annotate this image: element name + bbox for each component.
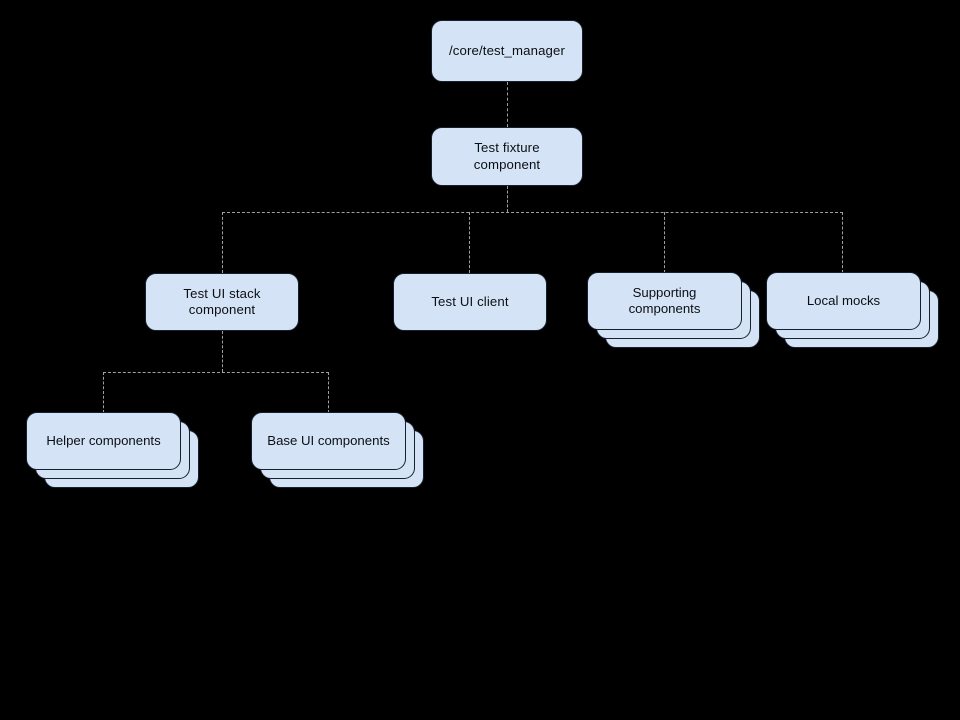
node-test-ui-stack-component[interactable]: Test UI stack component (145, 273, 299, 331)
node-label: Test fixture component (473, 140, 541, 172)
node-local-mocks[interactable]: Local mocks (766, 272, 941, 352)
connector-ui-stack-drop (222, 331, 223, 372)
stack-layer-front[interactable]: Local mocks (766, 272, 921, 330)
node-supporting-components[interactable]: Supporting components (587, 272, 762, 352)
stack-layer-front[interactable]: Supporting components (587, 272, 742, 330)
node-core-test-manager[interactable]: /core/test_manager (431, 20, 583, 82)
connector-row4-bus (103, 372, 329, 373)
node-label: Supporting components (628, 284, 701, 317)
node-label: Test UI client (431, 293, 509, 309)
node-label: Helper components (46, 432, 161, 448)
connector-bus-to-ui-client (469, 212, 470, 273)
node-test-fixture-component[interactable]: Test fixture component (431, 127, 583, 186)
node-label: Test UI stack component (183, 285, 261, 318)
connector-bus-to-supporting (664, 212, 665, 273)
stack-layer-front[interactable]: Helper components (26, 412, 181, 470)
node-base-ui-components[interactable]: Base UI components (251, 412, 426, 492)
connector-fixture-drop (507, 186, 508, 212)
node-label: /core/test_manager (449, 42, 565, 58)
connector-bus-to-local-mocks (842, 212, 843, 273)
connector-bus-to-base-ui (328, 372, 329, 413)
connector-root-to-fixture (507, 82, 508, 127)
node-label: Local mocks (806, 292, 881, 308)
node-helper-components[interactable]: Helper components (26, 412, 201, 492)
node-test-ui-client[interactable]: Test UI client (393, 273, 547, 331)
connector-row3-bus (222, 212, 843, 213)
connector-bus-to-ui-stack (222, 212, 223, 273)
connector-bus-to-helper (103, 372, 104, 413)
node-label: Base UI components (267, 432, 390, 448)
stack-layer-front[interactable]: Base UI components (251, 412, 406, 470)
